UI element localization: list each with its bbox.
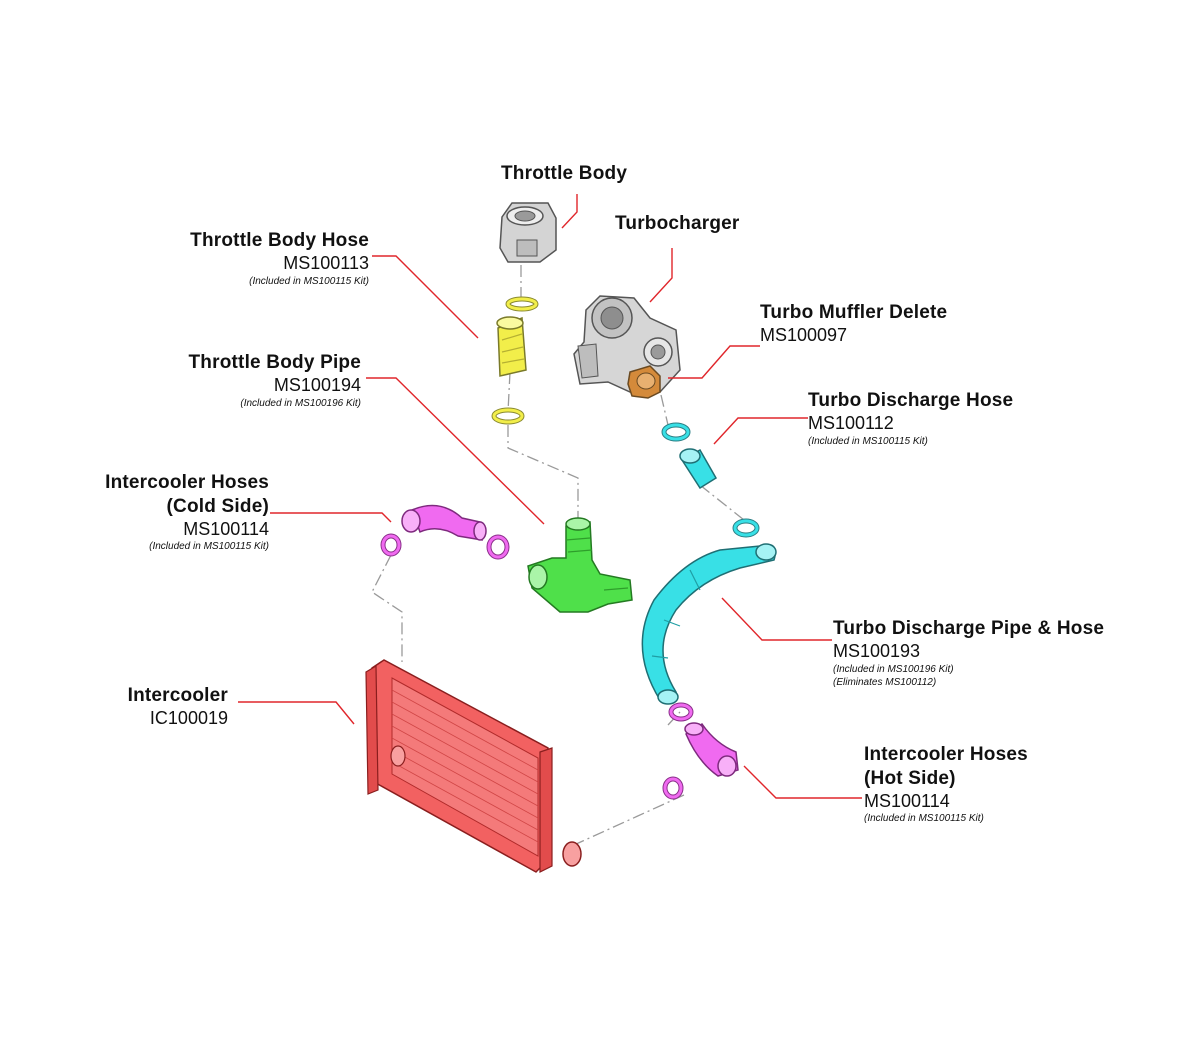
turbo-muffler-delete-part-number: MS100097	[760, 324, 848, 345]
intercooler-hoses-cold-title-line2: (Cold Side)	[166, 495, 269, 517]
intercooler-hoses-hot-title-line1: Intercooler Hoses	[864, 744, 1028, 765]
turbo-discharge-pipe-note1: (Included in MS100196 Kit)	[833, 663, 954, 675]
throttle-body-hose-part	[491, 296, 539, 425]
throttle-body-pipe-part-number: MS100194	[273, 374, 361, 395]
turbo-muffler-delete-part	[627, 365, 661, 399]
label-intercooler-hoses-cold: Intercooler Hoses (Cold Side) MS100114 (…	[40, 472, 269, 553]
intercooler-hoses-hot-part	[662, 702, 739, 800]
turbo-discharge-hose-title: Turbo Discharge Hose	[808, 390, 1014, 411]
throttle-body-hose-part-number: MS100113	[283, 252, 369, 273]
throttle-body-pipe-title: Throttle Body Pipe	[188, 352, 361, 373]
turbo-discharge-pipe-note2: (Eliminates MS100112)	[833, 677, 937, 689]
label-throttle-body: Throttle Body	[501, 163, 627, 185]
intercooler-hoses-cold-part-number: MS100114	[183, 518, 269, 539]
assembly-centerlines	[371, 265, 745, 846]
throttle-body-pipe-note: (Included in MS100196 Kit)	[240, 397, 361, 409]
turbo-discharge-hose-part	[661, 422, 760, 538]
label-turbocharger: Turbocharger	[615, 213, 740, 235]
turbo-discharge-hose-note: (Included in MS100115 Kit)	[808, 435, 928, 447]
throttle-body-hose-note: (Included in MS100115 Kit)	[249, 275, 369, 287]
intercooler-hoses-cold-title-line1: Intercooler Hoses	[105, 472, 269, 493]
throttle-body-hose-title: Throttle Body Hose	[190, 230, 369, 251]
label-turbo-discharge-pipe: Turbo Discharge Pipe & Hose MS100193 (In…	[833, 618, 1104, 689]
throttle-body-part	[499, 202, 557, 263]
intercooler-title: Intercooler	[127, 685, 228, 706]
intercooler-hoses-hot-note: (Included in MS100115 Kit)	[864, 813, 984, 825]
intercooler-hoses-cold-note: (Included in MS100115 Kit)	[149, 541, 269, 553]
turbo-discharge-pipe-title: Turbo Discharge Pipe & Hose	[833, 618, 1105, 639]
turbo-discharge-pipe-part	[641, 543, 777, 705]
intercooler-hoses-hot-part-number: MS100114	[864, 790, 950, 811]
throttle-body-title: Throttle Body	[501, 163, 628, 184]
label-intercooler-hoses-hot: Intercooler Hoses (Hot Side) MS100114 (I…	[864, 744, 1028, 825]
label-turbo-discharge-hose: Turbo Discharge Hose MS100112 (Included …	[808, 390, 1013, 447]
label-intercooler: Intercooler IC100019	[60, 685, 228, 729]
label-throttle-body-hose: Throttle Body Hose MS100113 (Included in…	[60, 230, 369, 287]
intercooler-part	[365, 659, 582, 873]
intercooler-hoses-cold-part	[380, 504, 510, 560]
turbo-discharge-hose-part-number: MS100112	[808, 412, 894, 433]
turbo-discharge-pipe-part-number: MS100193	[833, 640, 921, 661]
leader-lines	[238, 194, 862, 799]
turbocharger-part	[573, 295, 681, 393]
label-throttle-body-pipe: Throttle Body Pipe MS100194 (Included in…	[60, 352, 362, 409]
intercooler-hoses-hot-title-line2: (Hot Side)	[864, 767, 956, 789]
turbo-muffler-delete-title: Turbo Muffler Delete	[760, 302, 948, 323]
label-turbo-muffler-delete: Turbo Muffler Delete MS100097	[760, 302, 947, 346]
intercooler-part-number: IC100019	[149, 707, 228, 728]
turbocharger-title: Turbocharger	[615, 213, 740, 234]
throttle-body-pipe-part	[527, 517, 633, 613]
